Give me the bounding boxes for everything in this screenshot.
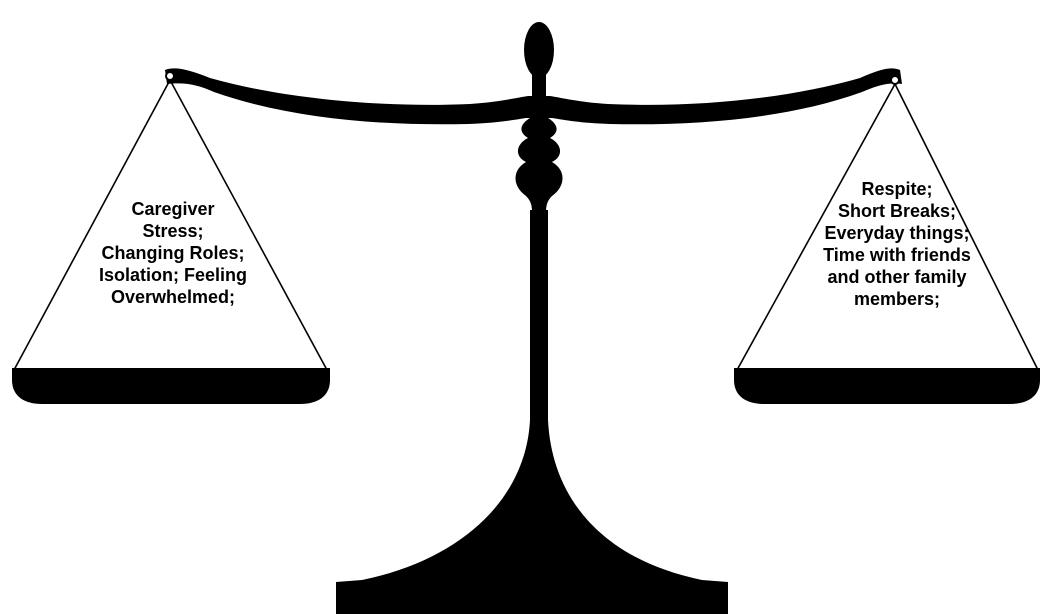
scale-base [336, 420, 728, 600]
scale-finial [524, 22, 554, 78]
right-hook [891, 76, 899, 84]
scale-finial-neck [532, 74, 546, 98]
left-pan-line: Caregiver [68, 198, 278, 220]
left-pan-line: Stress; [68, 220, 278, 242]
right-pan-line: Everyday things; [782, 222, 1012, 244]
right-pan-line: Respite; [782, 178, 1012, 200]
left-pan [12, 368, 330, 404]
left-pan-label: Caregiver Stress; Changing Roles; Isolat… [68, 198, 278, 308]
right-pan-line: and other family [782, 266, 1012, 288]
left-pan-line: Overwhelmed; [68, 286, 278, 308]
right-pan-line: Time with friends [782, 244, 1012, 266]
left-hook [166, 72, 174, 80]
scale-column-ornament [516, 118, 563, 212]
left-pan-line: Isolation; Feeling [68, 264, 278, 286]
right-pan-line: members; [782, 288, 1012, 310]
scale-base-foot [336, 598, 728, 614]
right-pan-line: Short Breaks; [782, 200, 1012, 222]
right-pan [734, 368, 1040, 404]
right-pan-label: Respite; Short Breaks; Everyday things; … [782, 178, 1012, 310]
left-pan-line: Changing Roles; [68, 242, 278, 264]
